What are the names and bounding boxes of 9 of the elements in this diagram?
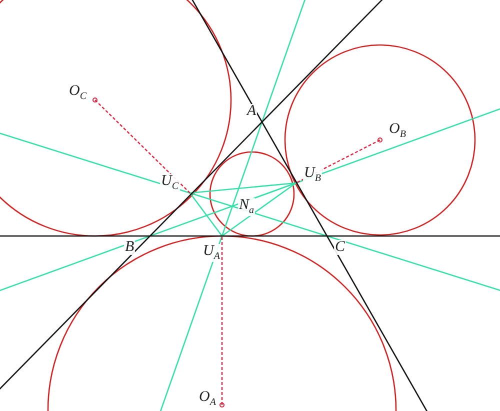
point-label: O$_{B}$ xyxy=(388,122,407,140)
point-label: U$_{A}$ xyxy=(202,244,221,262)
point-label: U$_{C}$ xyxy=(160,174,180,192)
point-label: N$_{a}$ xyxy=(238,198,256,216)
point-label: O$_{C}$ xyxy=(68,84,88,102)
point-label: C xyxy=(334,240,346,255)
point-label: B xyxy=(124,240,136,255)
point-label: U$_{B}$ xyxy=(303,166,322,184)
point-label: O$_{A}$ xyxy=(198,390,217,408)
